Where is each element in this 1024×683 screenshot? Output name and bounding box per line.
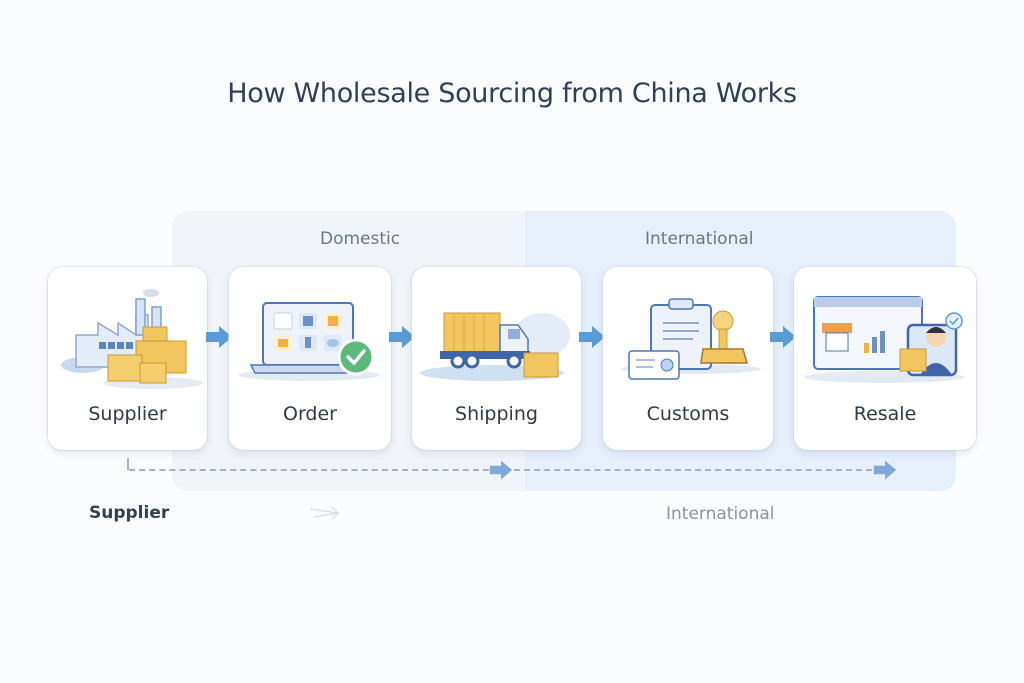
dashed-connector — [514, 469, 872, 471]
online-store-seller-icon — [804, 296, 964, 383]
step-label: Supplier — [88, 403, 167, 425]
clipboard-stamp-icon — [621, 298, 761, 380]
connector-start — [127, 458, 129, 470]
arrow-right-icon — [206, 326, 232, 348]
faded-arrow-icon — [309, 506, 341, 520]
arrow-right-icon — [489, 460, 513, 480]
arrow-right-icon — [389, 326, 415, 348]
step-card-shipping[interactable]: Shipping — [412, 267, 581, 450]
arrow-right-icon — [579, 326, 605, 348]
factory-boxes-icon — [61, 289, 203, 389]
step-label: Order — [283, 403, 337, 425]
arrow-right-icon — [770, 326, 796, 348]
step-card-customs[interactable]: Customs — [603, 267, 773, 450]
step-label: Customs — [646, 403, 730, 425]
zone-label-domestic: Domestic — [320, 229, 401, 249]
footer-label-international: International — [666, 504, 775, 524]
delivery-truck-icon — [420, 312, 570, 381]
step-card-resale[interactable]: Resale — [794, 267, 976, 450]
footer-label-supplier: Supplier — [89, 503, 170, 523]
step-label: Shipping — [455, 403, 538, 425]
step-card-order[interactable]: Order — [229, 267, 391, 450]
step-card-supplier[interactable]: Supplier — [48, 267, 207, 450]
step-label: Resale — [853, 403, 917, 425]
laptop-order-check-icon — [239, 302, 379, 381]
dashed-connector — [129, 469, 489, 471]
zone-label-international: International — [645, 229, 754, 249]
arrow-right-icon — [873, 460, 897, 480]
page-title: How Wholesale Sourcing from China Works — [227, 78, 797, 109]
